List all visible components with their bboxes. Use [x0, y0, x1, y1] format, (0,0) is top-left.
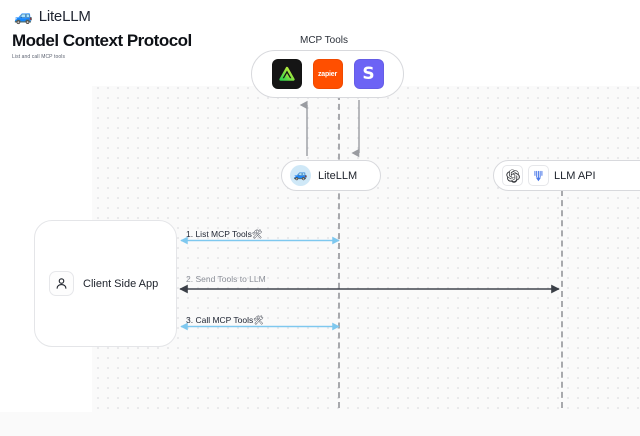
tools-icon-1: 🛠 — [251, 229, 263, 239]
lifeline-litellm — [338, 94, 340, 408]
flow-send-tools-to-llm-arrow — [179, 284, 560, 294]
openai-icon — [502, 165, 523, 186]
flow-list-mcp-tools-arrow — [180, 236, 340, 245]
canvas-bottom-fade — [0, 412, 640, 436]
user-icon — [49, 271, 74, 296]
green-triangle-glyph — [278, 66, 295, 81]
slack-tool-icon[interactable]: S — [353, 59, 384, 89]
mcp-tools-group[interactable]: zapier S — [251, 50, 404, 98]
flow-1-text: 1. List MCP Tools — [186, 229, 252, 239]
flow-2-text: 2. Send Tools to LLM — [186, 274, 266, 284]
anthropic-glyph — [533, 170, 542, 181]
user-glyph — [56, 278, 67, 289]
llm-api-node[interactable]: LLM API — [493, 160, 640, 191]
anthropic-icon — [528, 165, 549, 186]
lifeline-llm-api — [561, 190, 563, 408]
zapier-tool-icon[interactable]: zapier — [312, 59, 343, 89]
page-subtitle: List and call MCP tools — [12, 54, 66, 60]
litellm-node-label: LiteLLM — [318, 169, 358, 182]
slack-label: S — [362, 64, 375, 84]
flow-list-mcp-tools-label: 1. List MCP Tools🛠 — [186, 229, 263, 240]
flow-call-mcp-tools-arrow — [180, 322, 340, 331]
zapier-label: zapier — [317, 70, 338, 78]
openai-glyph — [505, 169, 520, 183]
flow-call-mcp-tools-label: 3. Call MCP Tools🛠 — [186, 315, 264, 326]
litellm-node[interactable]: 🚙 LiteLLM — [281, 160, 381, 191]
brand[interactable]: 🚙 LiteLLM — [14, 8, 91, 25]
truck-icon: 🚙 — [14, 8, 33, 25]
mcp-litellm-arrows — [299, 100, 360, 158]
llm-api-node-label: LLM API — [554, 169, 596, 182]
flow-3-text: 3. Call MCP Tools — [186, 315, 254, 325]
page-title: Model Context Protocol — [12, 31, 192, 50]
flow-send-tools-to-llm-label: 2. Send Tools to LLM — [186, 274, 266, 284]
linear-tool-icon[interactable] — [271, 59, 302, 89]
tools-icon-3: 🛠 — [253, 315, 265, 325]
client-side-app-label: Client Side App — [83, 277, 159, 290]
mcp-tools-title: MCP Tools — [300, 35, 348, 46]
client-side-app-box[interactable]: Client Side App — [34, 220, 177, 347]
brand-name: LiteLLM — [38, 8, 91, 25]
litellm-avatar-icon: 🚙 — [290, 165, 311, 186]
